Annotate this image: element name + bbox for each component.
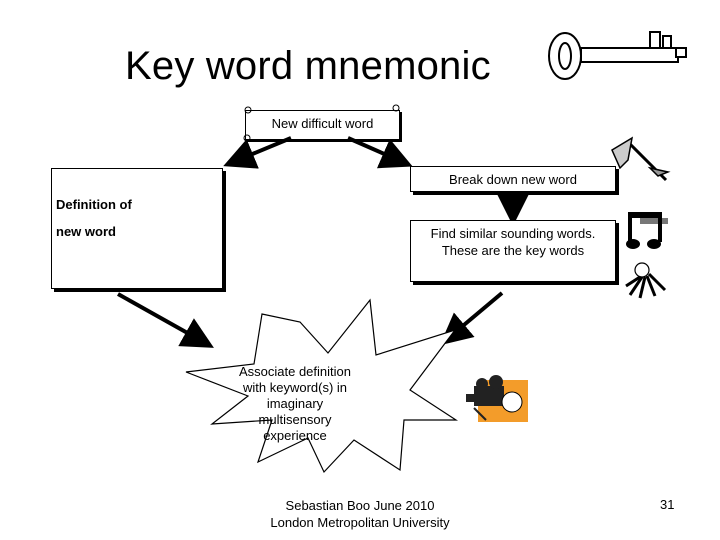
arrow-to-break-down [347,136,413,169]
similar-words-line1: Find similar sounding words. [430,226,596,241]
axe-icon [611,136,671,182]
footer: Sebastian Boo June 2010 London Metropoli… [230,497,490,531]
new-word-label: New difficult word [271,116,374,131]
associate-line: with keyword(s) in [242,380,348,395]
slide-title: Key word mnemonic [125,44,491,88]
similar-words-line2: These are the key words [441,243,585,258]
break-down-label: Break down new word [449,172,577,187]
music-notes-icon [626,212,668,249]
break-down-box: Break down new word [410,166,616,192]
associate-line: Associate definition [238,364,351,379]
arrow-similar-to-associate [439,291,504,346]
definition-label-line2: new word [56,224,116,239]
arrow-to-definition [223,136,292,169]
associate-text: Associate definition with keyword(s) in … [236,364,354,444]
associate-line: experience [263,428,327,443]
definition-label-line1: Definition of [56,197,132,212]
definition-box: Definition of new word [51,168,223,289]
new-word-scroll: New difficult word [245,110,400,140]
footer-author: Sebastian Boo June 2010 [285,498,435,513]
key-icon [548,31,687,80]
associate-starburst [185,298,459,474]
similar-words-box: Find similar sounding words. These are t… [410,220,616,282]
arrow-definition-to-associate [117,292,214,348]
associate-line: multisensory [258,412,332,427]
footer-institution: London Metropolitan University [270,515,450,530]
key-ring-icon [625,262,667,299]
movie-camera-icon [466,375,528,422]
page-number: 31 [660,497,675,512]
associate-line: imaginary [266,396,324,411]
